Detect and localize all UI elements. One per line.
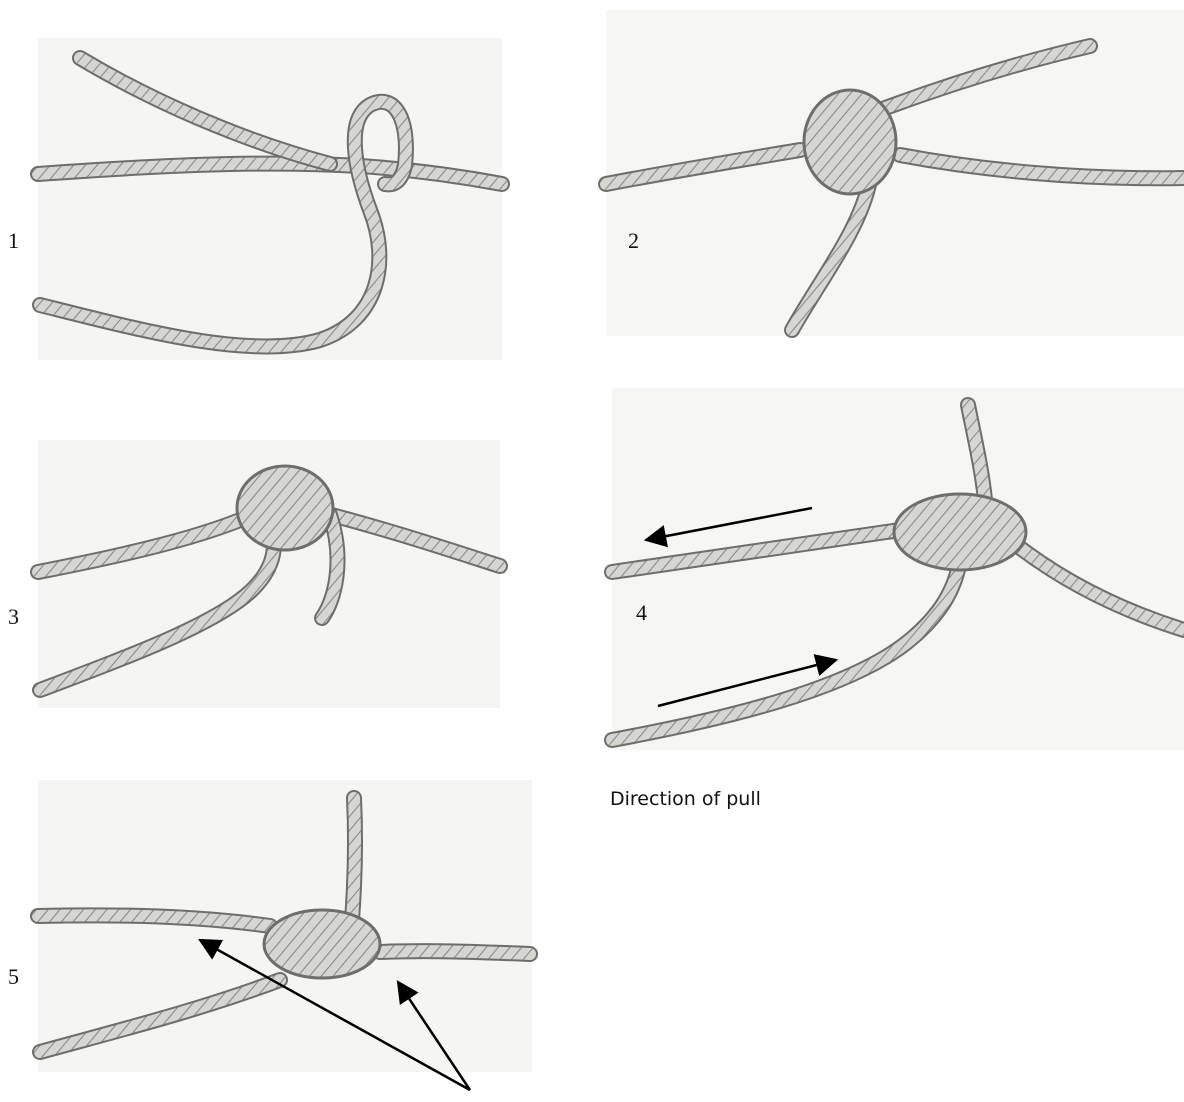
knot-body (264, 910, 380, 978)
step-5-number: 5 (8, 966, 19, 988)
knot-body (237, 466, 333, 550)
step-4-number: 4 (636, 602, 647, 624)
step-1-photo (38, 38, 502, 360)
step-2-number: 2 (628, 230, 639, 252)
knot-body (894, 494, 1026, 570)
step-5-photo (38, 780, 532, 1090)
rope-tail (352, 798, 355, 920)
step-1-background (38, 38, 502, 360)
pull-direction-caption: Direction of pull (610, 790, 761, 809)
step-3-number: 3 (8, 606, 19, 628)
rope-standing-part-right (380, 951, 530, 954)
step-1-number: 1 (8, 230, 19, 252)
step-3-photo (38, 440, 500, 708)
step-4-photo (612, 388, 1184, 750)
step-2-photo (606, 10, 1184, 336)
knot-body (804, 90, 896, 194)
